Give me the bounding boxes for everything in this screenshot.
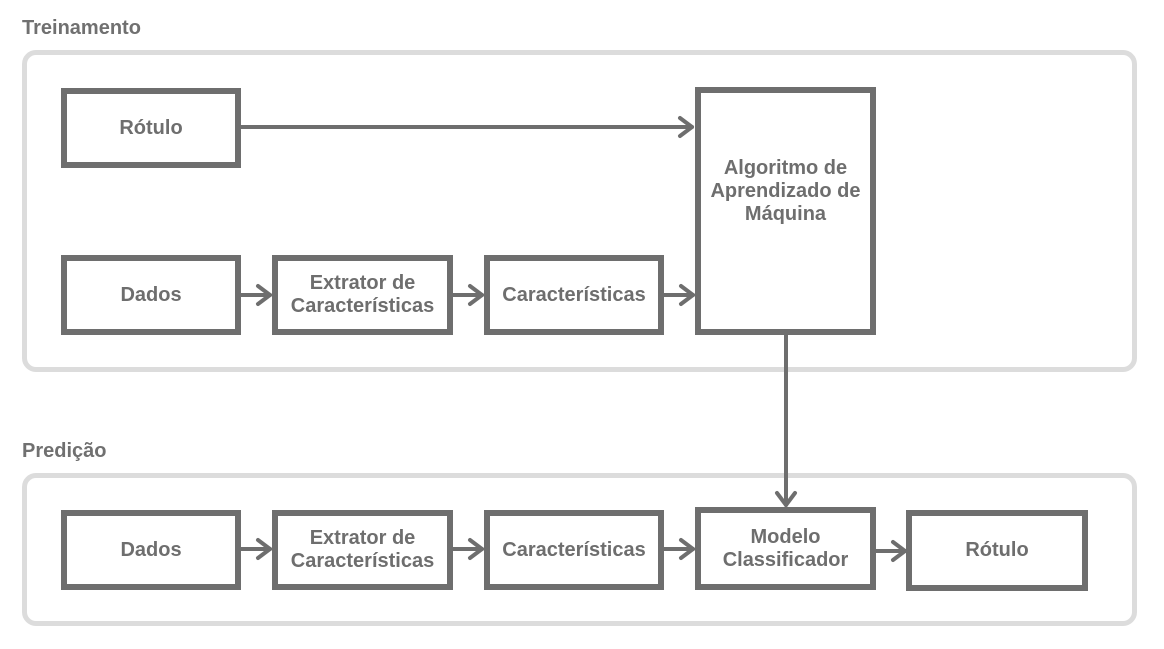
prediction-label-node: Rótulo [906,510,1088,591]
arrow-prediction-features-to-classifier [661,538,695,560]
arrow-prediction-extractor-to-features [450,538,484,560]
training-title: Treinamento [22,17,141,39]
classifier-node: Modelo Classificador [695,507,876,590]
prediction-panel [22,473,1137,626]
arrow-algorithm-to-classifier [775,333,797,507]
prediction-extractor-node: Extrator de Características [272,510,453,590]
prediction-features-node: Características [484,510,664,590]
training-features-node: Características [484,255,664,335]
algorithm-node: Algoritmo de Aprendizado de Máquina [695,87,876,335]
arrow-classifier-to-label [873,540,907,562]
prediction-data-node: Dados [61,510,241,590]
arrow-label-to-algorithm [238,116,694,138]
training-panel [22,50,1137,372]
training-label-node: Rótulo [61,88,241,168]
training-extractor-node: Extrator de Características [272,255,453,335]
arrow-training-extractor-to-features [450,284,484,306]
training-data-node: Dados [61,255,241,335]
arrow-training-features-to-algorithm [661,284,695,306]
arrow-prediction-data-to-extractor [238,538,272,560]
prediction-title: Predição [22,440,107,462]
arrow-training-data-to-extractor [238,284,272,306]
